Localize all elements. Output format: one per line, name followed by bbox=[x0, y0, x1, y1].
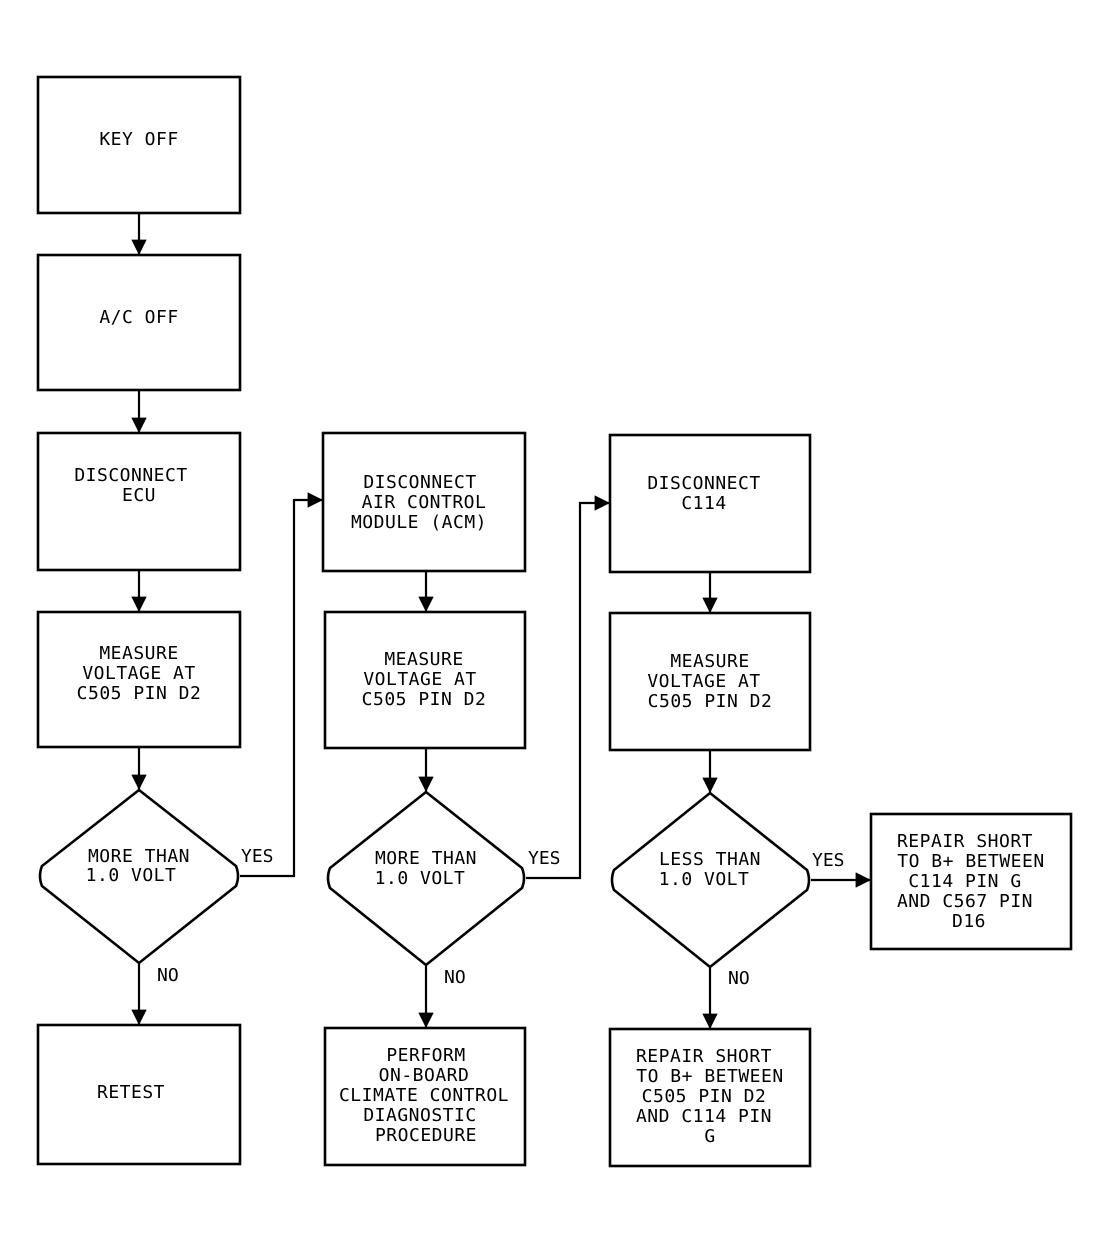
edge-label-no-3: NO bbox=[728, 968, 750, 989]
node-disconnect-c114-line-1: DISCONNECT bbox=[647, 473, 760, 494]
node-disconnect-acm-line-1: DISCONNECT bbox=[363, 472, 476, 493]
node-perform-diag-line-1: PERFORM bbox=[386, 1045, 465, 1066]
node-decision-3-line-1: LESS THAN bbox=[659, 849, 761, 870]
node-ac-off-line-1: A/C OFF bbox=[99, 307, 178, 328]
node-decision-3-line-2: 1.0 VOLT bbox=[659, 869, 750, 890]
node-measure-3-line-1: MEASURE bbox=[670, 651, 749, 672]
node-measure-1-line-3: C505 PIN D2 bbox=[77, 683, 202, 704]
node-repair-c505-c114-line-2: TO B+ BETWEEN bbox=[636, 1066, 783, 1087]
node-measure-1-line-1: MEASURE bbox=[99, 643, 178, 664]
node-repair-c505-c114-line-1: REPAIR SHORT bbox=[636, 1046, 772, 1067]
node-disconnect-ecu: DISCONNECT ECU bbox=[36, 431, 242, 572]
node-retest-line-1: RETEST bbox=[97, 1082, 165, 1103]
node-disconnect-c114: DISCONNECT C114 bbox=[608, 433, 812, 574]
node-key-off: KEY OFF bbox=[36, 75, 242, 215]
node-repair-c114-c567-line-2: TO B+ BETWEEN bbox=[897, 851, 1044, 872]
node-perform-diag-line-2: ON-BOARD bbox=[379, 1065, 470, 1086]
node-disconnect-ecu-line-2: ECU bbox=[122, 485, 156, 506]
node-perform-diag: PERFORM ON-BOARD CLIMATE CONTROL DIAGNOS… bbox=[323, 1026, 527, 1167]
node-repair-c505-c114-line-3: C505 PIN D2 bbox=[642, 1086, 767, 1107]
node-disconnect-acm-line-3: MODULE (ACM) bbox=[351, 512, 487, 533]
node-perform-diag-line-3: CLIMATE CONTROL bbox=[339, 1085, 509, 1106]
node-disconnect-c114-line-2: C114 bbox=[681, 493, 726, 514]
node-repair-c505-c114-line-4: AND C114 PIN bbox=[636, 1106, 772, 1127]
node-decision-2-line-2: 1.0 VOLT bbox=[375, 868, 466, 889]
node-disconnect-ecu-line-1: DISCONNECT bbox=[74, 465, 187, 486]
node-perform-diag-line-4: DIAGNOSTIC bbox=[363, 1105, 476, 1126]
edge-label-yes-2: YES bbox=[528, 848, 561, 869]
node-decision-3: LESS THAN 1.0 VOLT bbox=[610, 791, 811, 969]
node-measure-1: MEASURE VOLTAGE AT C505 PIN D2 bbox=[36, 610, 242, 749]
node-disconnect-acm: DISCONNECT AIR CONTROL MODULE (ACM) bbox=[321, 431, 527, 573]
node-repair-c114-c567-line-5: D16 bbox=[952, 911, 986, 932]
edge-decision-1-yes bbox=[240, 492, 323, 878]
node-measure-1-line-2: VOLTAGE AT bbox=[82, 663, 195, 684]
edge-label-no-2: NO bbox=[444, 967, 466, 988]
node-retest: RETEST bbox=[36, 1023, 242, 1166]
node-measure-2: MEASURE VOLTAGE AT C505 PIN D2 bbox=[323, 610, 527, 750]
node-measure-2-line-2: VOLTAGE AT bbox=[363, 669, 476, 690]
node-decision-2: MORE THAN 1.0 VOLT bbox=[326, 790, 526, 967]
node-measure-2-line-1: MEASURE bbox=[384, 649, 463, 670]
node-decision-2-line-1: MORE THAN bbox=[375, 848, 477, 869]
edge-label-yes-1: YES bbox=[241, 846, 274, 867]
edge-label-yes-3: YES bbox=[812, 850, 845, 871]
node-measure-2-line-3: C505 PIN D2 bbox=[362, 689, 487, 710]
node-measure-3-line-2: VOLTAGE AT bbox=[647, 671, 760, 692]
node-key-off-line-1: KEY OFF bbox=[99, 129, 178, 150]
node-measure-3-line-3: C505 PIN D2 bbox=[648, 691, 773, 712]
node-disconnect-acm-line-2: AIR CONTROL bbox=[362, 492, 487, 513]
node-decision-1-line-1: MORE THAN bbox=[88, 846, 190, 867]
edge-label-no-1: NO bbox=[157, 965, 179, 986]
node-perform-diag-line-5: PROCEDURE bbox=[375, 1125, 477, 1146]
node-decision-1: MORE THAN 1.0 VOLT bbox=[38, 788, 240, 965]
node-repair-c114-c567-line-1: REPAIR SHORT bbox=[897, 831, 1033, 852]
node-repair-c505-c114-line-5: G bbox=[704, 1126, 715, 1147]
edge-decision-2-yes bbox=[526, 495, 610, 880]
node-repair-c114-c567: REPAIR SHORT TO B+ BETWEEN C114 PIN G AN… bbox=[869, 812, 1073, 951]
node-repair-c505-c114: REPAIR SHORT TO B+ BETWEEN C505 PIN D2 A… bbox=[608, 1027, 812, 1168]
node-decision-1-line-2: 1.0 VOLT bbox=[86, 865, 177, 886]
node-repair-c114-c567-line-4: AND C567 PIN bbox=[897, 891, 1033, 912]
node-repair-c114-c567-line-3: C114 PIN G bbox=[908, 871, 1021, 892]
node-measure-3: MEASURE VOLTAGE AT C505 PIN D2 bbox=[608, 611, 812, 752]
node-ac-off: A/C OFF bbox=[36, 253, 242, 392]
